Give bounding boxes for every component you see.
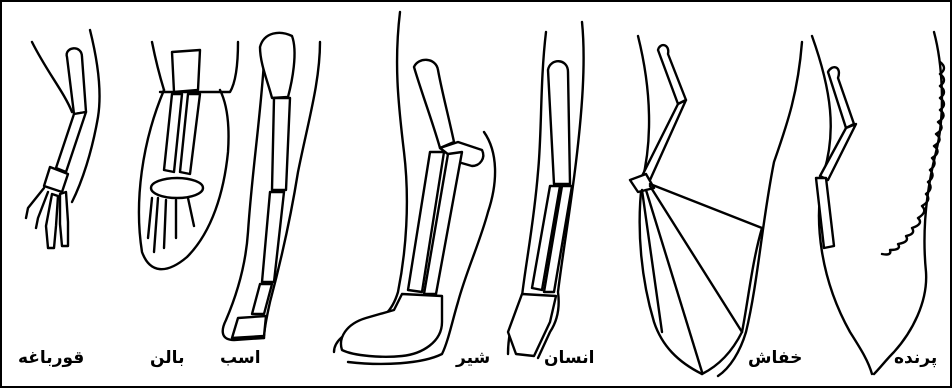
bat-finger-1: [650, 184, 762, 228]
horse-scapula: [260, 33, 295, 98]
frog-radioulna: [56, 112, 86, 172]
human-hand: [508, 294, 556, 356]
bird-radioulna: [820, 124, 856, 180]
bird-wing: [812, 32, 944, 374]
label-lion: شیر: [456, 348, 490, 368]
human-limb: [508, 22, 584, 358]
frog-digit-4: [60, 192, 68, 246]
human-humerus: [548, 61, 570, 184]
label-frog: قورباغه: [18, 348, 84, 368]
whale-flipper-outline: [139, 90, 229, 269]
label-bird: پرنده: [894, 348, 937, 368]
bird-feather-edge: [874, 32, 942, 374]
whale-digit-4: [188, 198, 194, 226]
frog-digit-1: [26, 188, 44, 218]
lion-leg-outline-left: [334, 12, 407, 352]
lion-limb: [334, 12, 495, 364]
whale-digit-1: [148, 198, 158, 252]
whale-humerus: [172, 50, 200, 92]
whale-carpals: [151, 178, 203, 198]
bat-body-outline: [638, 36, 702, 374]
bat-wing: [630, 36, 802, 376]
label-human: انسان: [544, 348, 594, 368]
label-horse: اسب: [220, 348, 261, 368]
whale-digit-2: [164, 200, 166, 248]
horse-radius: [262, 192, 284, 282]
label-whale: بالن: [150, 348, 184, 368]
lion-paw: [341, 294, 442, 357]
whale-ulna: [180, 94, 200, 174]
label-bat: خفاش: [748, 348, 802, 368]
bat-finger-2: [650, 186, 742, 332]
horse-hoof: [232, 316, 266, 338]
bird-humerus: [828, 67, 854, 128]
horse-limb: [223, 33, 320, 340]
frog-digit-3: [46, 194, 58, 248]
frog-limb: [26, 30, 100, 248]
bat-body-outline-2: [718, 42, 802, 376]
whale-radius: [164, 94, 182, 172]
horse-humerus: [272, 98, 290, 190]
bat-humerus: [658, 45, 686, 104]
whale-body-line-2: [152, 42, 164, 90]
whale-limb: [139, 42, 238, 269]
lion-scapula: [414, 60, 454, 148]
